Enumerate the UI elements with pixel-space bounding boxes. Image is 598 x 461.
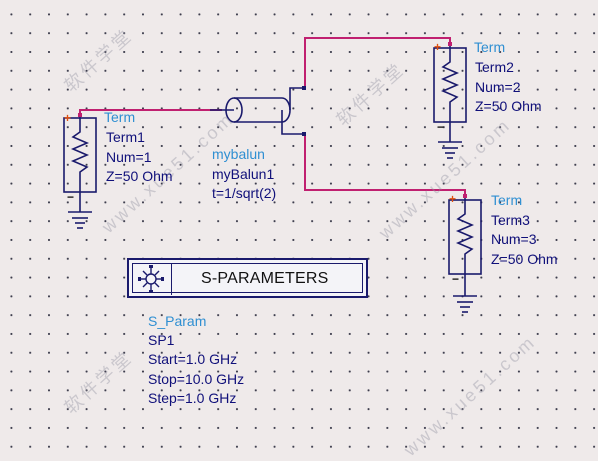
term3-minus-pin: − [452, 272, 460, 286]
term1-z-label: Z=50 Ohm [106, 168, 173, 184]
term1-type-label: Term [104, 109, 136, 125]
term1-symbol[interactable] [63, 113, 97, 229]
balun-name-label: myBalun1 [212, 166, 275, 182]
term2-plus-pin: + [434, 40, 442, 54]
term3-plus-pin: + [449, 192, 457, 206]
term2-type-label: Term [474, 39, 506, 55]
term3-z-label: Z=50 Ohm [491, 251, 558, 267]
sparam-start-label: Start=1.0 GHz [148, 351, 238, 367]
balun-param-label: t=1/sqrt(2) [212, 185, 277, 201]
term2-num-label: Num=2 [475, 79, 521, 95]
term3-num-label: Num=3 [491, 231, 537, 247]
term3-name-label: Term3 [491, 212, 530, 228]
term3-type-label: Term [491, 192, 523, 208]
sparam-stop-label: Stop=10.0 GHz [148, 371, 245, 387]
term1-num-label: Num=1 [106, 149, 152, 165]
s-parameters-frame [132, 263, 363, 293]
wire-term1-balun [79, 109, 222, 116]
term3-symbol[interactable] [448, 194, 482, 313]
s-parameters-controller[interactable]: S-PARAMETERS [127, 258, 368, 298]
balun-type-label: mybalun [212, 146, 265, 162]
term2-symbol[interactable] [433, 42, 467, 159]
term1-minus-pin: − [67, 190, 75, 204]
s-parameters-title: S-PARAMETERS [201, 270, 329, 287]
sparam-name-label: SP1 [148, 332, 175, 348]
term2-name-label: Term2 [475, 59, 514, 75]
term1-name-label: Term1 [106, 129, 145, 145]
balun-symbol[interactable] [210, 86, 306, 136]
resistor-icon [70, 128, 90, 178]
resistor-icon [440, 58, 460, 108]
sparam-step-label: Step=1.0 GHz [148, 390, 237, 406]
term2-z-label: Z=50 Ohm [475, 98, 542, 114]
resistor-icon [455, 210, 475, 260]
term2-minus-pin: − [437, 120, 445, 134]
s-parameter-simulation-icon [132, 263, 172, 295]
sparam-type-label: S_Param [148, 313, 207, 329]
term1-plus-pin: + [64, 111, 72, 125]
